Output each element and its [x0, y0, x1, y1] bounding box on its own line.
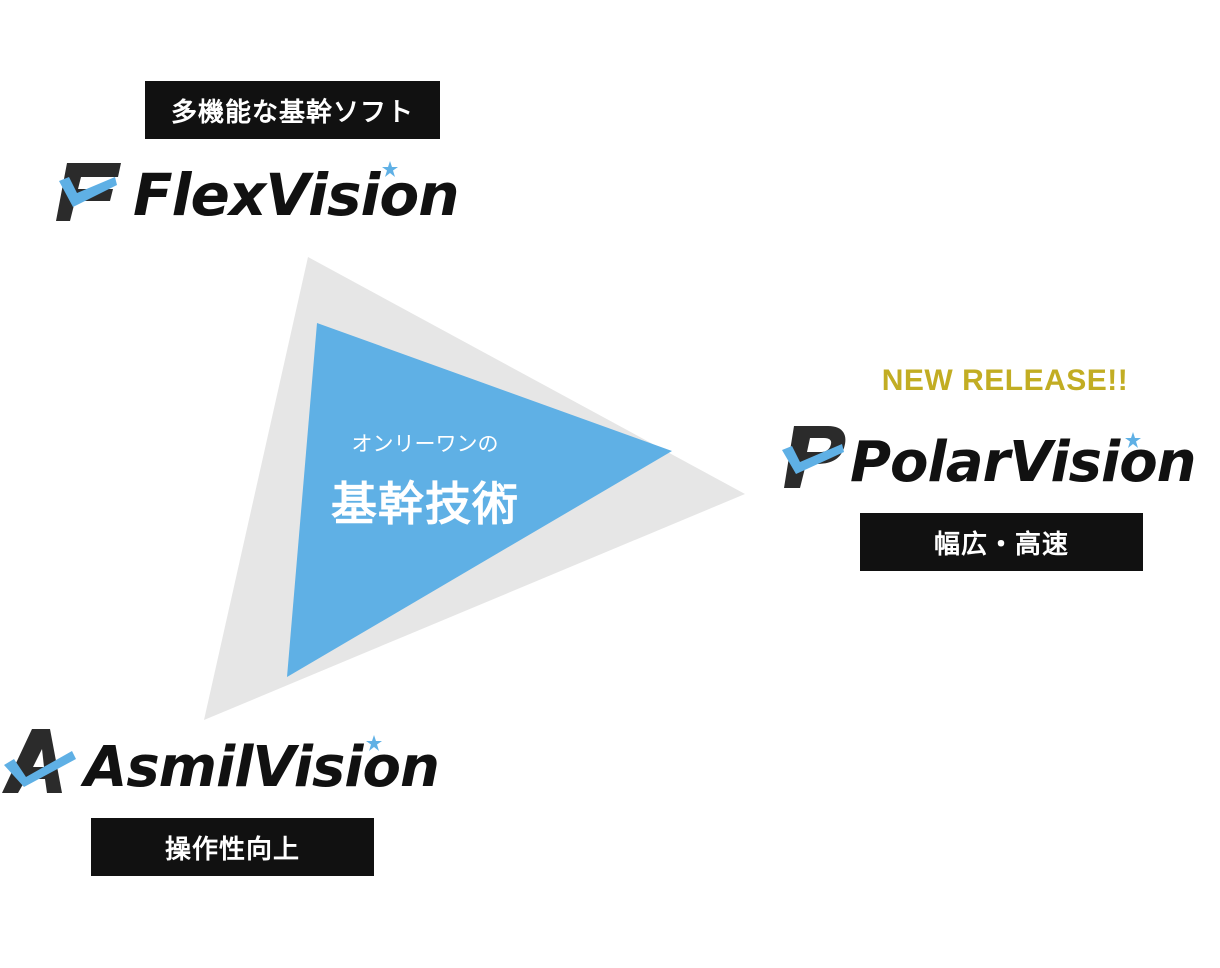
- polarvision-logo: PolarVision: [780, 422, 1220, 495]
- polarvision-name: PolarVision: [850, 430, 1197, 495]
- asmilvision-logo: AsmilVision: [2, 727, 472, 800]
- polarvision-tagline: 幅広・高速: [860, 513, 1143, 571]
- flexvision-logo: FlexVision: [55, 155, 485, 229]
- asmilvision-star-icon: [366, 735, 382, 751]
- new-release-badge: NEW RELEASE!!: [881, 364, 1129, 397]
- flexvision-logo-icon: [56, 163, 121, 221]
- inner-triangle: [287, 323, 672, 677]
- polarvision-star-icon: [1125, 432, 1141, 448]
- polarvision-logo-icon: [782, 426, 846, 488]
- flexvision-tagline: 多機能な基幹ソフト: [145, 81, 440, 139]
- center-subtitle: オンリーワンの: [351, 432, 499, 456]
- asmilvision-tagline: 操作性向上: [91, 818, 374, 876]
- flexvision-star-icon: [382, 161, 398, 177]
- asmilvision-name: AsmilVision: [84, 735, 440, 800]
- flexvision-name: FlexVision: [133, 161, 460, 229]
- asmilvision-logo-icon: [2, 729, 76, 793]
- center-title: 基幹技術: [331, 477, 519, 531]
